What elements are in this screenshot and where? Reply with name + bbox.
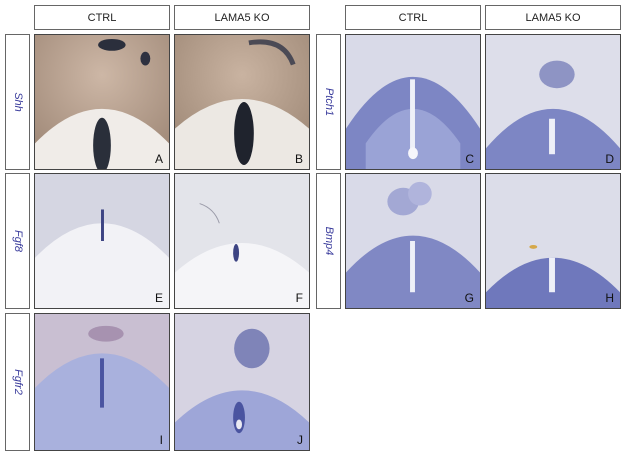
embryo-image-a [35,35,169,169]
row-label-ptch1: Ptch1 [316,34,341,170]
panel-letter-b: B [294,152,303,166]
embryo-image-b [175,35,309,169]
panel-c-ptch1-ctrl: C [345,34,481,170]
row-label-bmp4: Bmp4 [316,173,341,309]
row-label-fgfr2: Fgfr2 [5,313,30,451]
panel-letter-e: E [154,291,163,305]
column-header-ctrl-left: CTRL [34,5,170,30]
column-header-ko-left: LAMA5 KO [174,5,310,30]
embryo-image-e [35,174,169,308]
panel-letter-i: I [159,433,163,447]
gene-label-shh: Shh [11,92,24,112]
panel-g-bmp4-ctrl: G [345,173,481,309]
embryo-image-d [486,35,620,169]
embryo-image-i [35,314,169,450]
embryo-image-f [175,174,309,308]
panel-f-fgf8-ko: F [174,173,310,309]
column-header-ko-right: LAMA5 KO [485,5,621,30]
panel-letter-g: G [464,291,474,305]
panel-i-fgfr2-ctrl: I [34,313,170,451]
panel-letter-j: J [297,433,303,447]
panel-j-fgfr2-ko: J [174,313,310,451]
row-label-shh: Shh [5,34,30,170]
panel-letter-f: F [295,291,303,305]
gene-label-fgfr2: Fgfr2 [11,369,24,395]
gene-label-fgf8: Fgf8 [11,229,24,253]
embryo-image-g [346,174,480,308]
panel-letter-h: H [605,291,614,305]
panel-h-bmp4-ko: H [485,173,621,309]
panel-e-fgf8-ctrl: E [34,173,170,309]
row-label-fgf8: Fgf8 [5,173,30,309]
panel-letter-d: D [605,152,614,166]
panel-letter-a: A [154,152,163,166]
panel-d-ptch1-ko: D [485,34,621,170]
embryo-image-c [346,35,480,169]
panel-a-shh-ctrl: A [34,34,170,170]
gene-label-ptch1: Ptch1 [322,87,335,117]
gene-label-bmp4: Bmp4 [322,226,335,256]
panel-letter-c: C [465,152,474,166]
embryo-image-h [486,174,620,308]
column-header-ctrl-right: CTRL [345,5,481,30]
embryo-image-j [175,314,309,450]
panel-b-shh-ko: B [174,34,310,170]
